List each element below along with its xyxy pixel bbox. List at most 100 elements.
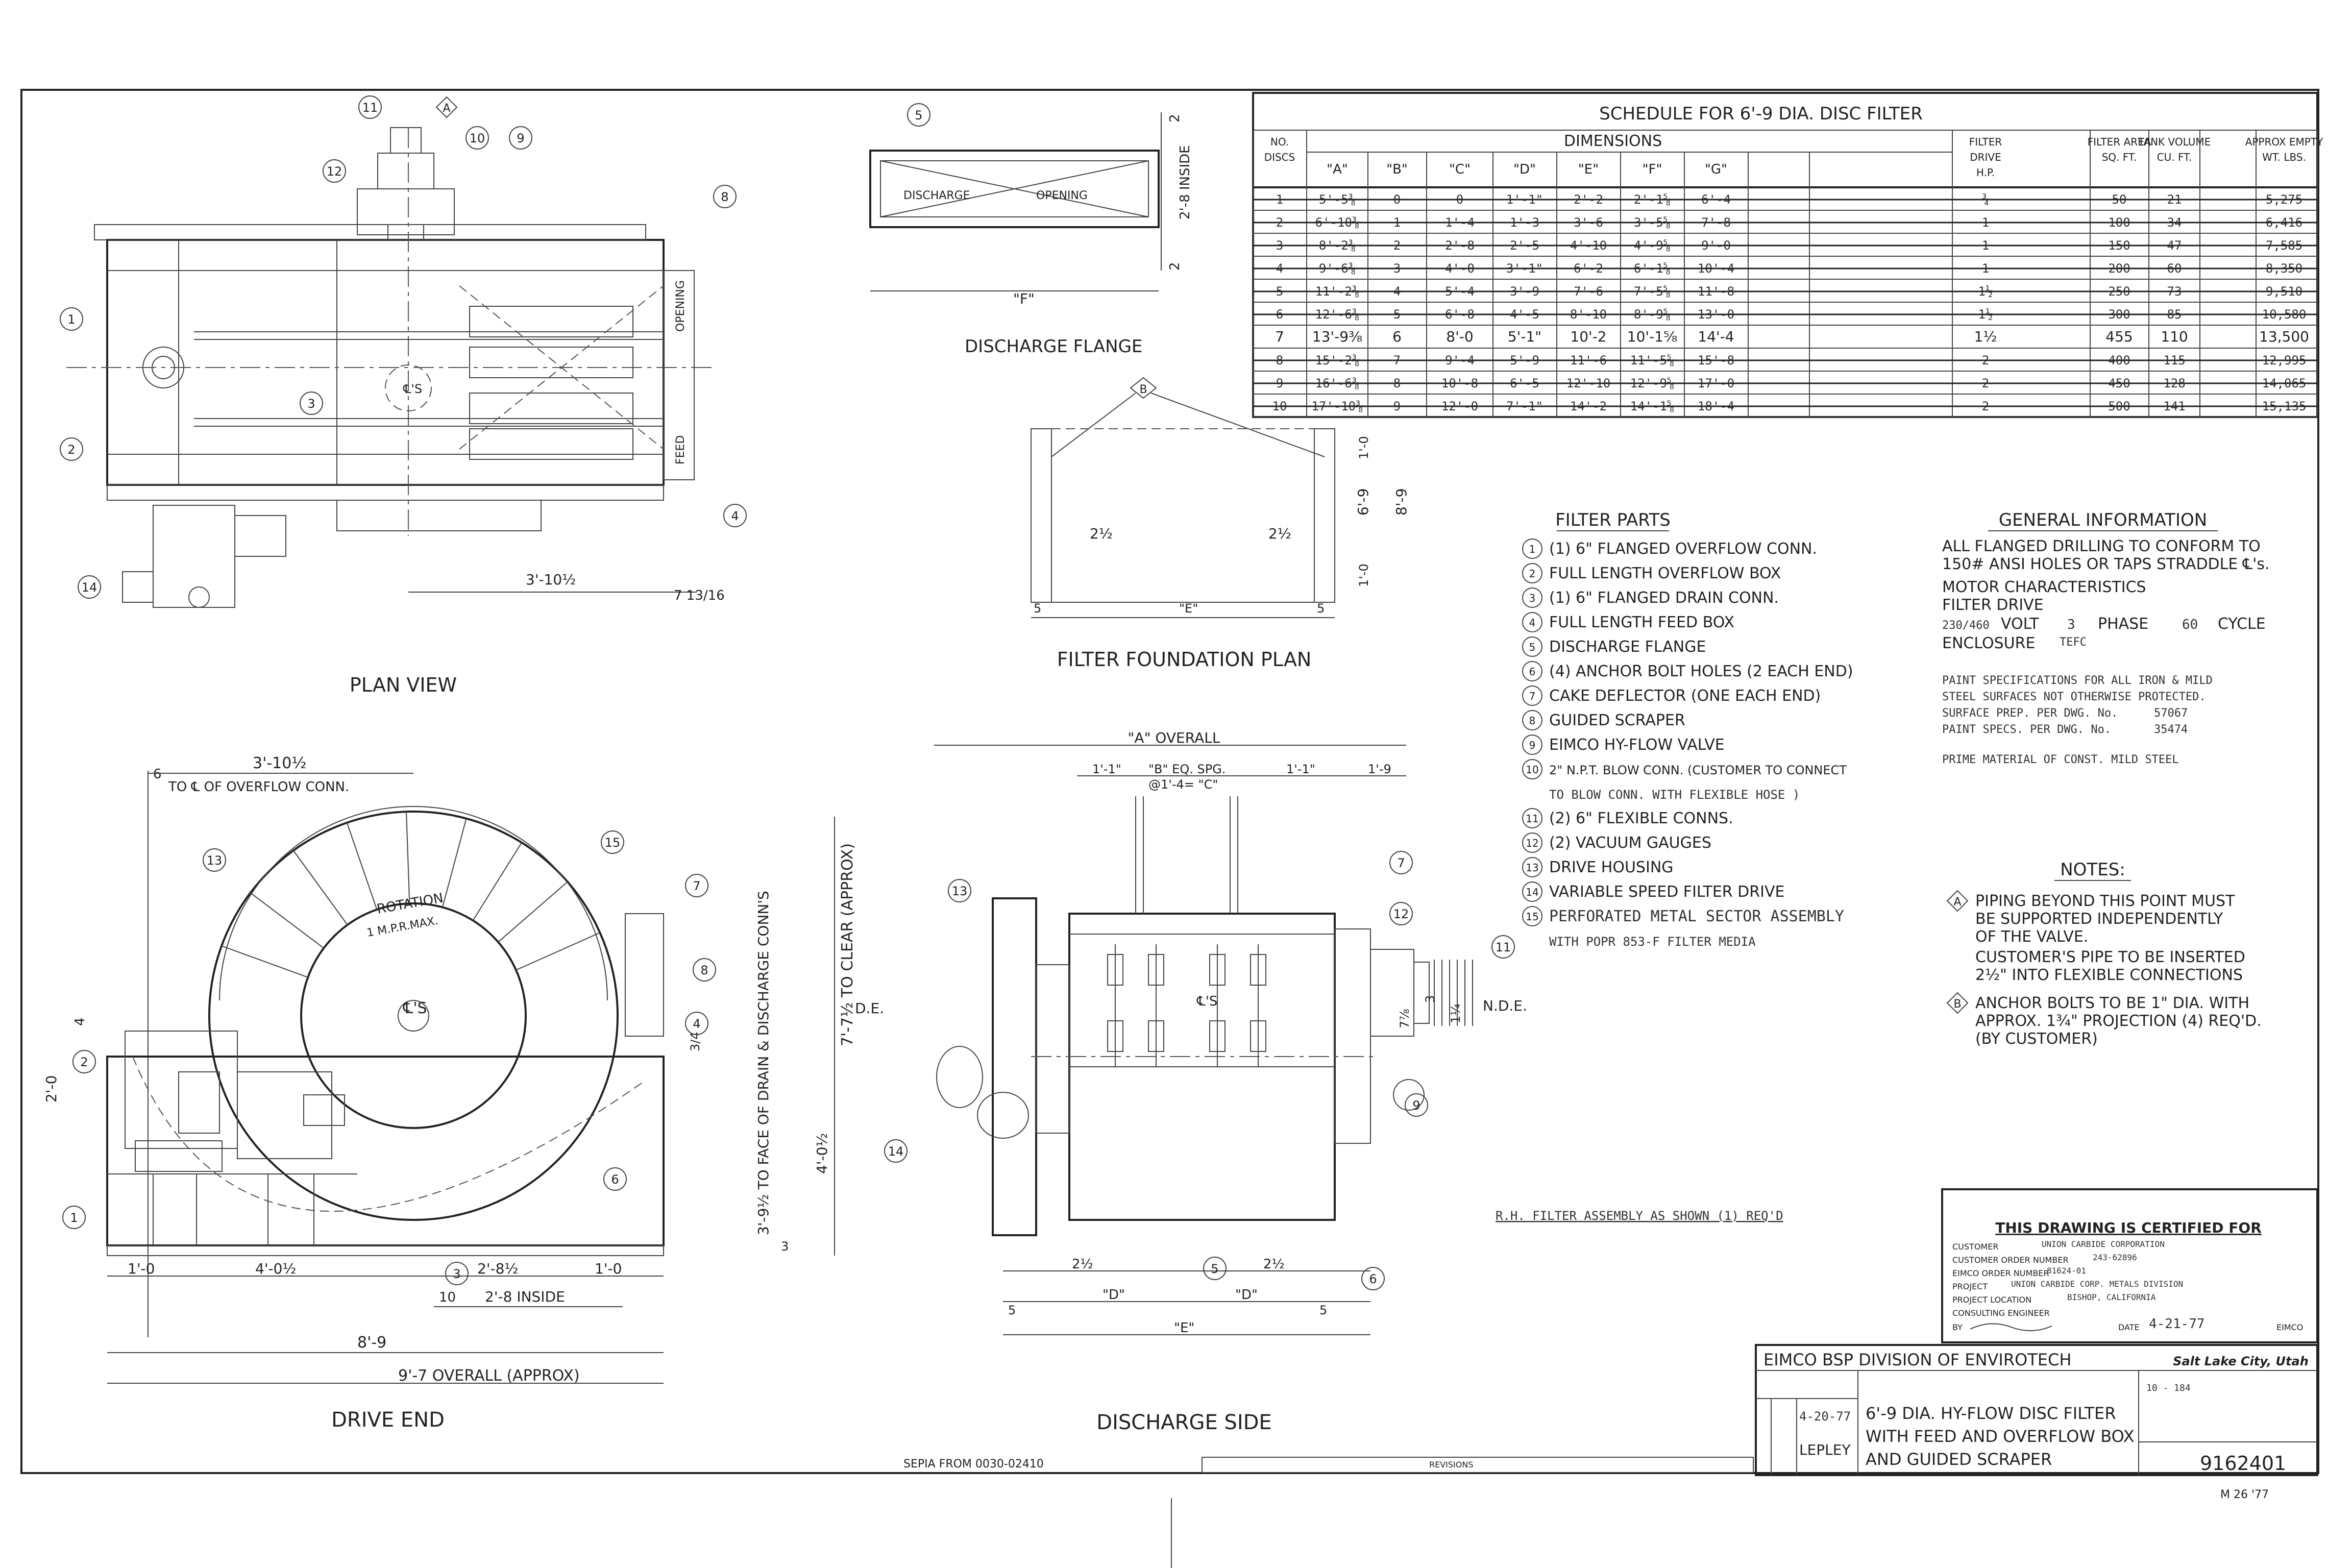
fp-dim-1-0a: 1'-0	[1357, 436, 1371, 459]
de-dim-4: 4	[72, 1017, 88, 1026]
general-l4: FILTER DRIVE	[1942, 596, 2044, 614]
de-dim-6: 6	[153, 767, 162, 782]
cert-by-label: BY	[1952, 1322, 1963, 1332]
paint-line3-value: 57067	[2154, 707, 2188, 720]
schedule-cell: 1½	[1974, 328, 1997, 345]
part-description: TO BLOW CONN. WITH FLEXIBLE HOSE )	[1549, 788, 1800, 802]
de-dim-1-0a: 1'-0	[128, 1260, 155, 1277]
part-description: VARIABLE SPEED FILTER DRIVE	[1549, 883, 1784, 901]
paint-line1: PAINT SPECIFICATIONS FOR ALL IRON & MILD	[1942, 674, 2213, 687]
ds-dim-7-8: 7⅞	[1398, 1009, 1412, 1028]
fp-dim-5r: 5	[1317, 601, 1325, 616]
fp-dim-2half-r: 2½	[1268, 525, 1291, 542]
schedule-cell: 13,500	[2259, 328, 2309, 345]
general-phase-label: PHASE	[2098, 615, 2148, 633]
schedule-cell: 455	[2105, 328, 2133, 345]
tb-city: Salt Lake City, Utah	[2173, 1354, 2309, 1368]
note-a1: PIPING BEYOND THIS POINT MUST	[1975, 892, 2235, 910]
ds-dim-3: 3	[1423, 995, 1437, 1003]
general-l1: ALL FLANGED DRILLING TO CONFORM TO	[1942, 537, 2261, 555]
note-a4: CUSTOMER'S PIPE TO BE INSERTED	[1975, 948, 2245, 966]
tb-code: 10 - 184	[2146, 1383, 2191, 1393]
foundation-plan-view: B 2½ 2½ 6'-9 8'-9 1'-0 1'-0 5 5 "E" FILT…	[1031, 377, 1410, 671]
prime-material: PRIME MATERIAL OF CONST. MILD STEEL	[1942, 753, 2179, 766]
cert-customer-label: CUSTOMER	[1952, 1242, 1998, 1252]
part-number: 7	[1529, 690, 1536, 702]
callout-number: 1	[67, 312, 75, 327]
part-number: 6	[1529, 666, 1536, 678]
callout-number: 13	[952, 884, 968, 898]
note-a5: 2½" INTO FLEXIBLE CONNECTIONS	[1975, 966, 2243, 984]
callout-balloon	[723, 504, 747, 527]
callout-balloon	[445, 1262, 469, 1285]
de-dim-9-7: 9'-7 OVERALL (APPROX)	[398, 1367, 580, 1385]
callout-number: 2	[80, 1055, 88, 1069]
callout-number: 7	[1397, 856, 1405, 870]
schedule-header-cell: DRIVE	[1970, 151, 2001, 163]
flange-text-opening: OPENING	[1036, 189, 1088, 202]
cert-eimco: 81624-01	[2047, 1266, 2086, 1276]
part-number-circle	[1522, 906, 1542, 926]
tb-date: 4-20-77	[1799, 1409, 1851, 1424]
callout-number: 9	[517, 131, 524, 145]
part-number-circle	[1522, 587, 1542, 608]
callout-balloon	[685, 874, 708, 897]
schedule-header-cell: "A"	[1327, 162, 1348, 177]
callout-balloon	[509, 126, 532, 150]
general-enclosure-label: ENCLOSURE	[1942, 634, 2035, 652]
schedule-cell: 5'-1"	[1508, 328, 1541, 345]
plan-dim-3-10: 3'-10½	[526, 571, 576, 588]
callout-number: 14	[888, 1144, 904, 1159]
footer-revisions: REVISIONS	[1429, 1460, 1473, 1469]
callout-balloon	[685, 1012, 708, 1035]
callout-number: 8	[721, 190, 728, 204]
callout-balloon	[1203, 1257, 1227, 1280]
schedule-header-cell: WT. LBS.	[2262, 151, 2306, 163]
part-number-circle	[1522, 563, 1542, 583]
feed-label: FEED	[674, 435, 687, 464]
part-description: FULL LENGTH OVERFLOW BOX	[1549, 565, 1781, 582]
general-enclosure: TEFC	[2060, 636, 2087, 649]
schedule-cell: 10'-2	[1570, 328, 1606, 345]
callout-number: 13	[207, 853, 223, 868]
part-number: 11	[1526, 813, 1538, 825]
de-dim-10: 10	[439, 1290, 456, 1305]
ds-dim-1-9: 1'-9	[1368, 762, 1391, 776]
drive-end-view: 6 3'-10½ TO ℄ OF OVERFLOW CONN. ROTATION…	[43, 754, 884, 1432]
fp-dim-8-9: 8'-9	[1393, 488, 1410, 516]
ds-dim-5-l: 5	[1008, 1303, 1016, 1317]
general-cycle-label: CYCLE	[2218, 615, 2266, 633]
schedule-cell: 110	[2161, 328, 2188, 345]
de-dim-3-10: 3'-10½	[253, 754, 306, 772]
part-number: 14	[1526, 886, 1538, 898]
general-information: GENERAL INFORMATION ALL FLANGED DRILLING…	[1942, 510, 2270, 766]
part-number-circle	[1522, 832, 1542, 853]
part-description: FULL LENGTH FEED BOX	[1549, 614, 1734, 631]
note-b-mark: B	[1953, 998, 1961, 1011]
note-a-marker	[435, 96, 458, 118]
schedule-header-cell: FILTER AREA	[2088, 136, 2151, 148]
part-number-circle	[1522, 538, 1542, 559]
ds-dim-1-1a: 1'-1"	[1092, 762, 1121, 776]
paint-line2: STEEL SURFACES NOT OTHERWISE PROTECTED.	[1942, 691, 2206, 703]
callout-balloon	[693, 958, 716, 982]
cert-date-label: DATE	[2118, 1322, 2140, 1332]
part-description: (1) 6" FLANGED OVERFLOW CONN.	[1549, 540, 1817, 558]
general-cycle: 60	[2182, 617, 2198, 632]
cert-location: BISHOP, CALIFORNIA	[2067, 1292, 2156, 1302]
callout-balloon	[78, 575, 101, 599]
callout-number: 8	[700, 963, 708, 977]
de-cs: ℄'S	[403, 999, 427, 1017]
paint-line4: PAINT SPECS. PER DWG. No.	[1942, 723, 2111, 736]
de-dim-clear: 7'-7½ TO CLEAR (APPROX)	[839, 843, 856, 1046]
schedule-cell: 14'-4	[1698, 328, 1734, 345]
de-DE: D.E.	[855, 1000, 884, 1017]
tb-title3: AND GUIDED SCRAPER	[1866, 1450, 2052, 1469]
callout-number: 12	[1393, 907, 1409, 921]
callout-number: 4	[731, 509, 739, 523]
callout-balloon	[300, 391, 323, 415]
part-number: 9	[1529, 739, 1536, 751]
callout-balloon	[601, 830, 624, 854]
part-number: 15	[1526, 911, 1538, 923]
